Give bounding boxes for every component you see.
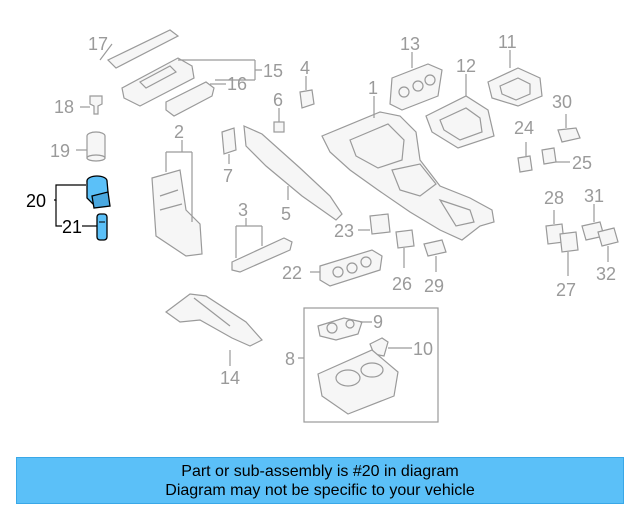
part-6-clip[interactable] [273,108,285,133]
part-16-bracket[interactable] [165,81,226,117]
callout-26[interactable]: 26 [392,274,412,294]
callout-5[interactable]: 5 [281,204,291,224]
part-32-switch[interactable] [597,227,619,262]
part-1-center-console[interactable] [321,96,495,241]
part-18-clip[interactable] [80,95,103,115]
callout-20[interactable]: 20 [26,191,46,211]
info-banner: Part or sub-assembly is #20 in diagram D… [16,457,624,504]
callout-21[interactable]: 21 [62,217,82,237]
part-14-duct[interactable] [164,293,263,366]
part-7-plate[interactable] [221,127,237,164]
callout-25[interactable]: 25 [572,153,592,173]
callout-8[interactable]: 8 [285,349,295,369]
part-30-cap[interactable] [557,114,581,143]
part-22-climate-panel[interactable] [310,249,383,287]
callout-1[interactable]: 1 [368,78,378,98]
callout-30[interactable]: 30 [552,92,572,112]
part-27-switch[interactable] [559,231,579,276]
callout-7[interactable]: 7 [223,166,233,186]
callout-14[interactable]: 14 [220,368,240,388]
part-15-tray[interactable] [121,57,262,107]
callout-28[interactable]: 28 [544,188,564,208]
part-12-tray[interactable] [425,74,495,149]
callout-3[interactable]: 3 [238,200,248,220]
part-13-switch-panel[interactable] [389,52,443,111]
callout-19[interactable]: 19 [50,141,70,161]
banner-line-1: Part or sub-assembly is #20 in diagram [181,463,459,480]
callout-27[interactable]: 27 [556,280,576,300]
part-25-switch[interactable] [541,147,570,165]
part-19-socket[interactable] [76,131,106,162]
callout-6[interactable]: 6 [273,90,283,110]
callout-2[interactable]: 2 [174,122,184,142]
callout-4[interactable]: 4 [300,58,310,78]
callout-16[interactable]: 16 [227,74,247,94]
part-4-bracket[interactable] [299,76,315,109]
callout-11[interactable]: 11 [498,32,517,52]
part-11-shift-boot[interactable] [487,50,543,107]
callout-29[interactable]: 29 [424,276,444,296]
callout-10[interactable]: 10 [413,339,433,359]
part-2-side-panel[interactable] [151,140,203,257]
part-8-cup-holder[interactable] [317,349,399,415]
callout-18[interactable]: 18 [54,97,74,117]
parts-diagram: 17 15 16 18 19 20 21 [26,29,619,423]
part-23-button[interactable] [358,213,391,235]
callout-24[interactable]: 24 [514,118,534,138]
inset-box [298,307,439,423]
callout-23[interactable]: 23 [334,221,354,241]
callout-15[interactable]: 15 [263,61,283,81]
part-29-switch[interactable] [423,239,447,272]
callout-12[interactable]: 12 [456,56,476,76]
part-5-trim-panel[interactable] [243,125,343,221]
callout-31[interactable]: 31 [584,186,604,206]
callout-9[interactable]: 9 [373,312,383,332]
part-17-trim-strip[interactable] [99,29,180,69]
callout-17[interactable]: 17 [88,34,108,54]
callout-22[interactable]: 22 [282,263,302,283]
part-3-rail[interactable] [231,218,293,273]
banner-line-2: Diagram may not be specific to your vehi… [165,482,475,499]
part-9-mat[interactable] [317,317,372,341]
part-20-highlighted-assembly[interactable] [54,175,111,227]
callout-13[interactable]: 13 [400,34,420,54]
part-21-connector[interactable] [82,213,108,241]
callout-32[interactable]: 32 [596,264,616,284]
part-24-switch[interactable] [517,142,533,173]
part-26-switch[interactable] [395,229,415,268]
